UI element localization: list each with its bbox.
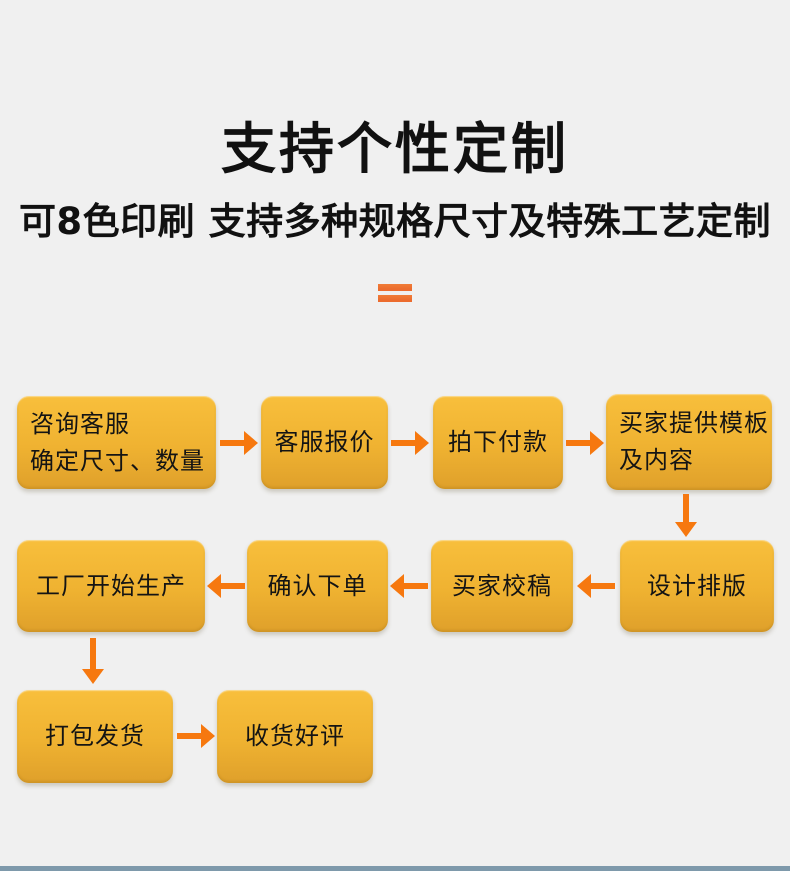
step-label: 确定尺寸、数量: [30, 446, 205, 475]
step-label: 打包发货: [45, 722, 145, 750]
step-label: 买家提供模板: [619, 409, 769, 437]
arrow-left-icon: [577, 574, 615, 598]
arrow-right-icon: [177, 724, 215, 748]
step-label: 确认下单: [267, 571, 368, 600]
arrow-down-icon: [675, 494, 697, 537]
step-box-receive-review: 收货好评: [217, 690, 373, 783]
step-box-confirm-order: 确认下单: [247, 540, 388, 632]
step-box-service-quote: 客服报价: [261, 396, 388, 489]
step-label: 客服报价: [274, 428, 375, 456]
step-box-pay-order: 拍下付款: [433, 396, 563, 489]
bottom-accent-bar: [0, 866, 790, 871]
arrow-right-icon: [220, 431, 258, 455]
step-box-consult-service: 咨询客服 确定尺寸、数量: [17, 396, 216, 489]
step-label: 买家校稿: [452, 571, 552, 600]
arrow-down-icon: [82, 638, 104, 684]
step-box-design-layout: 设计排版: [620, 540, 774, 632]
step-box-factory-production: 工厂开始生产: [17, 540, 205, 632]
page-subtitle: 可8色印刷 支持多种规格尺寸及特殊工艺定制: [18, 200, 772, 243]
arrow-right-icon: [391, 431, 429, 455]
step-label: 咨询客服: [30, 409, 130, 438]
page-title: 支持个性定制: [220, 117, 569, 181]
step-label: 设计排版: [647, 571, 747, 600]
step-label: 及内容: [619, 446, 694, 474]
step-box-pack-ship: 打包发货: [17, 690, 173, 783]
equals-icon: [378, 284, 412, 302]
step-label: 拍下付款: [448, 428, 548, 456]
arrow-right-icon: [566, 431, 604, 455]
step-box-buyer-template: 买家提供模板 及内容: [606, 394, 772, 490]
step-box-buyer-proofread: 买家校稿: [431, 540, 573, 632]
equals-bar-top: [378, 284, 412, 291]
arrow-left-icon: [207, 574, 245, 598]
equals-bar-bottom: [378, 295, 412, 302]
step-label: 工厂开始生产: [36, 571, 186, 600]
step-label: 收货好评: [245, 722, 345, 750]
arrow-left-icon: [390, 574, 428, 598]
